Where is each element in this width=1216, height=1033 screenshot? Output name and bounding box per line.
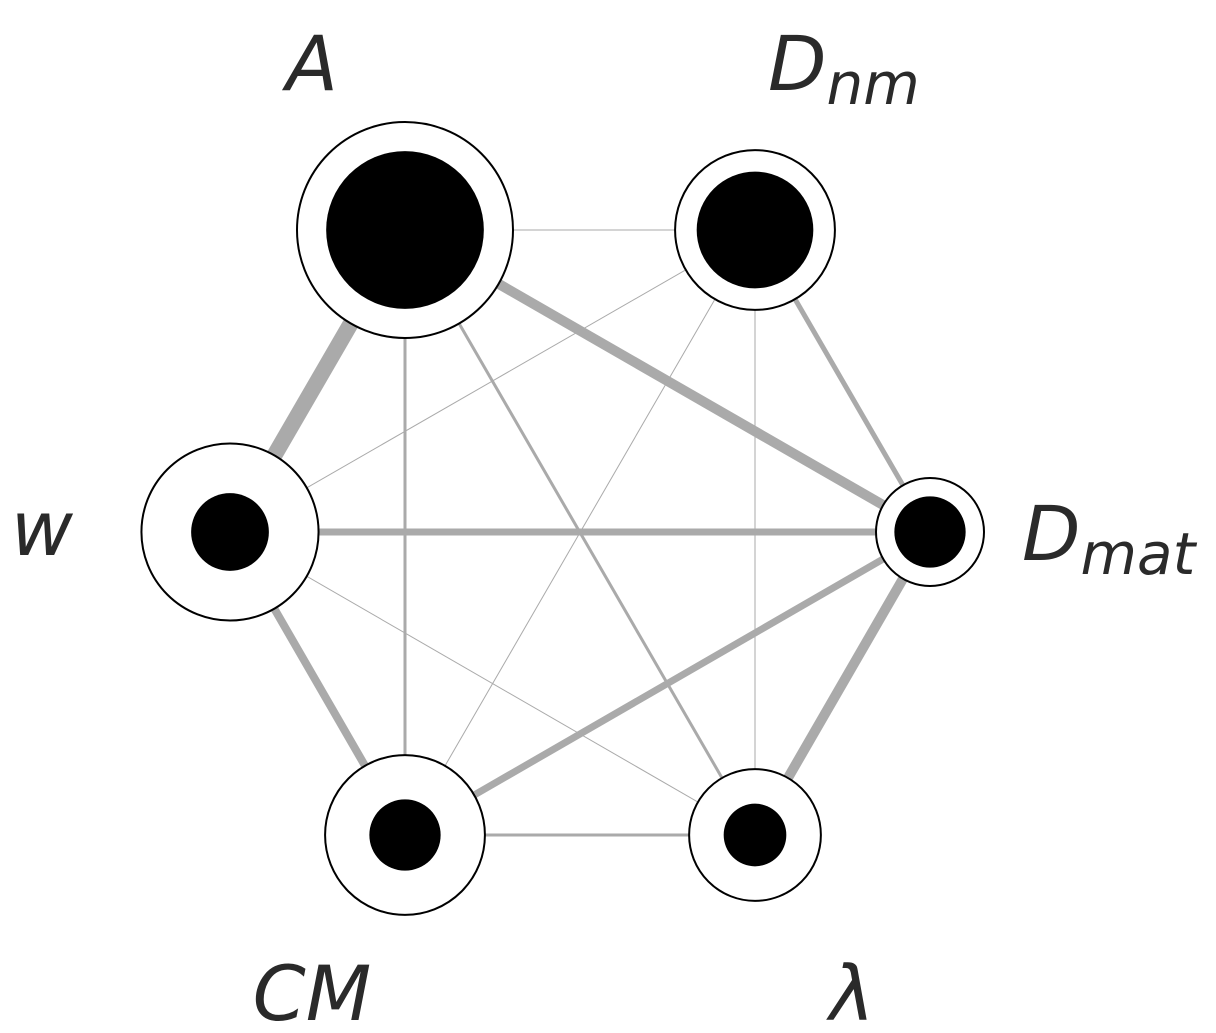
node-A (296, 121, 514, 339)
node-label-Dnm-subscript: nm (827, 50, 920, 118)
node-CM (324, 754, 486, 916)
edges-layer (223, 225, 935, 839)
edge-Dmat-CM (403, 528, 932, 839)
node-lambda (688, 768, 822, 902)
node-label-Dmat-subscript: mat (1081, 520, 1198, 588)
edge-lambda-w (229, 531, 756, 836)
nodes-layer (140, 121, 985, 916)
node-CM-inner-circle (369, 799, 441, 871)
node-label-Dnm: Dnm (768, 19, 920, 118)
node-w-inner-circle (191, 493, 269, 571)
node-Dmat (875, 477, 985, 587)
edge-Dnm-w (229, 229, 756, 533)
node-label-A: A (281, 19, 338, 108)
node-label-lambda-main: λ (826, 949, 875, 1033)
node-label-lambda: λ (826, 949, 875, 1033)
node-label-Dmat: Dmat (1022, 489, 1198, 588)
node-Dnm (674, 149, 836, 311)
node-Dmat-inner-circle (894, 496, 966, 568)
node-label-CM: CM (253, 949, 372, 1033)
node-A-inner-circle (326, 151, 484, 309)
node-label-w: w (11, 484, 74, 573)
node-label-Dmat-main: D (1022, 489, 1081, 578)
node-label-w-main: w (11, 484, 74, 573)
node-lambda-inner-circle (723, 803, 787, 867)
node-Dnm-inner-circle (696, 171, 814, 289)
node-w (140, 442, 320, 622)
node-label-Dnm-main: D (768, 19, 827, 108)
node-label-CM-main: CM (253, 949, 372, 1033)
node-label-A-main: A (281, 19, 338, 108)
